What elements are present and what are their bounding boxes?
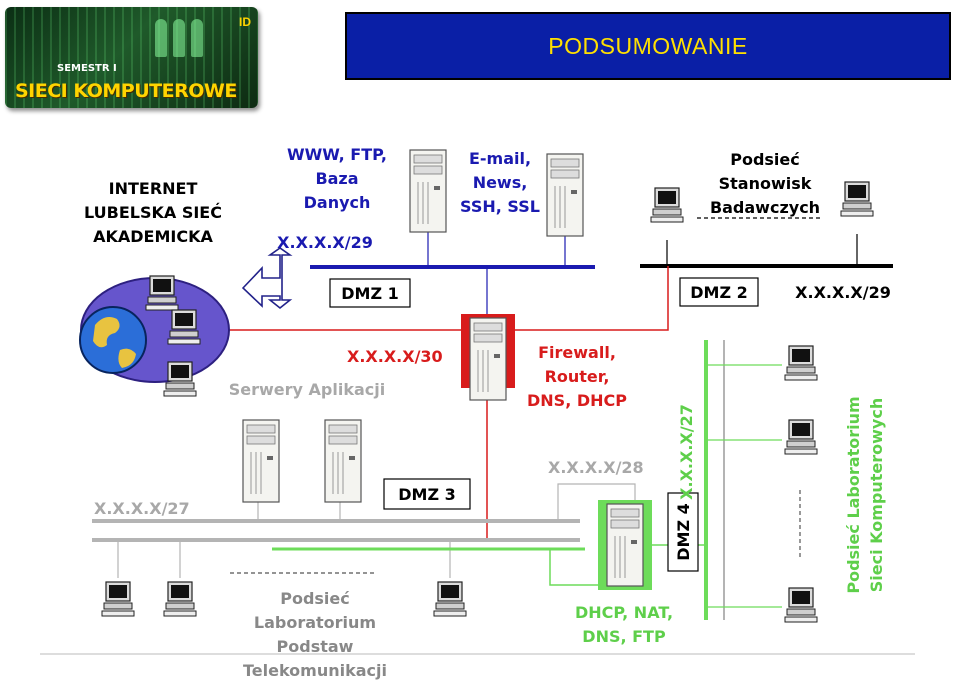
app-server-icon: [242, 419, 280, 503]
firewall-services-line: DNS, DHCP: [527, 391, 627, 410]
dmz1-box: [329, 278, 411, 308]
dmz2-box: [679, 277, 759, 307]
internet-label-line: LUBELSKA SIEĆ: [84, 203, 222, 222]
logo-semester: SEMESTR I: [57, 63, 117, 74]
bidirectional-arrow-icon: [241, 247, 293, 310]
dmz1-services-line: WWW, FTP,: [287, 145, 387, 164]
server-www-icon: [409, 149, 447, 233]
pc-icon: [163, 361, 197, 397]
app-server-icon: [324, 419, 362, 503]
lab-pc-icon: [784, 419, 818, 455]
dmz1-services-line: Danych: [304, 193, 371, 212]
dmz4-box: [667, 492, 699, 572]
firewall-server-icon: [469, 317, 507, 401]
dmz4-services-line: DHCP, NAT,: [575, 603, 673, 622]
pc-icon: [167, 309, 201, 345]
dmz2-link: [515, 266, 669, 331]
title-banner: PODSUMOWANIE: [345, 12, 951, 80]
globe-icon: [79, 306, 147, 374]
telecom-pc-icon: [433, 581, 467, 617]
lab-pc-icon: [784, 587, 818, 623]
research-pc-icon: [650, 187, 684, 223]
dmz1-services2-line: E-mail,: [469, 149, 531, 168]
dmz4-label: DMZ 4: [674, 503, 693, 561]
firewall-subnet: X.X.X.X/30: [347, 347, 443, 366]
telecom-pc-icon: [101, 581, 135, 617]
internet-label-line: AKADEMICKA: [93, 227, 213, 246]
figure-silhouette: [191, 19, 203, 57]
dmz2-subnet: X.X.X.X/29: [795, 283, 891, 302]
logo-id: ID: [239, 15, 251, 29]
figure-silhouette: [173, 19, 185, 57]
matrix-background: [5, 7, 258, 108]
dmz3-box: [383, 478, 471, 510]
firewall-services-line: Firewall,: [538, 343, 616, 362]
research-title-line: Badawczych: [710, 198, 820, 217]
dmz1-subnet: X.X.X.X/29: [277, 233, 373, 252]
lab-title-line: Sieci Komputerowych: [867, 398, 886, 593]
course-logo: ID SEMESTR I SIECI KOMPUTEROWE: [5, 7, 258, 108]
dmz1-services-line: Baza: [315, 169, 358, 188]
internet-label-line: INTERNET: [109, 179, 198, 198]
dmz1-label: DMZ 1: [341, 284, 399, 303]
firewall-services-line: Router,: [545, 367, 610, 386]
telecom-title-line: Podstaw: [277, 637, 354, 656]
dmz4-server-link: [549, 549, 600, 586]
research-pc-icon: [840, 181, 874, 217]
lab-title-line: Podsieć Laboratorium: [844, 396, 863, 593]
telecom-title-line: Podsieć: [280, 589, 350, 608]
pc-icon: [145, 275, 179, 311]
research-title-line: Podsieć: [730, 150, 800, 169]
dmz3-subnet: X.X.X.X/27: [94, 499, 190, 518]
telecom-title-line: Telekomunikacji: [243, 661, 387, 680]
server-email-icon: [546, 153, 584, 237]
page-title: PODSUMOWANIE: [548, 32, 748, 59]
telecom-title-line: Laboratorium: [254, 613, 376, 632]
research-title-line: Stanowisk: [719, 174, 812, 193]
telecom-pc-icon: [163, 581, 197, 617]
dmz1-services2-line: SSH, SSL: [460, 197, 540, 216]
dmz3-label: DMZ 3: [398, 485, 456, 504]
globe-land: [93, 317, 120, 348]
dmz4-subnet: X.X.X.X/28: [548, 458, 644, 477]
globe-land: [118, 348, 136, 368]
dmz2-label: DMZ 2: [690, 283, 748, 302]
dmz4-services-line: DNS, FTP: [582, 627, 666, 646]
logo-title: SIECI KOMPUTEROWE: [15, 80, 237, 102]
lab-pc-icon: [784, 345, 818, 381]
app-servers-title: Serwery Aplikacji: [229, 380, 385, 399]
dmz1-services2-line: News,: [473, 173, 528, 192]
figure-silhouette: [155, 19, 167, 57]
lab-subnet: X.X.X.X/27: [677, 404, 696, 500]
dmz4-link: [557, 483, 636, 521]
dmz4-server-icon: [606, 503, 644, 587]
